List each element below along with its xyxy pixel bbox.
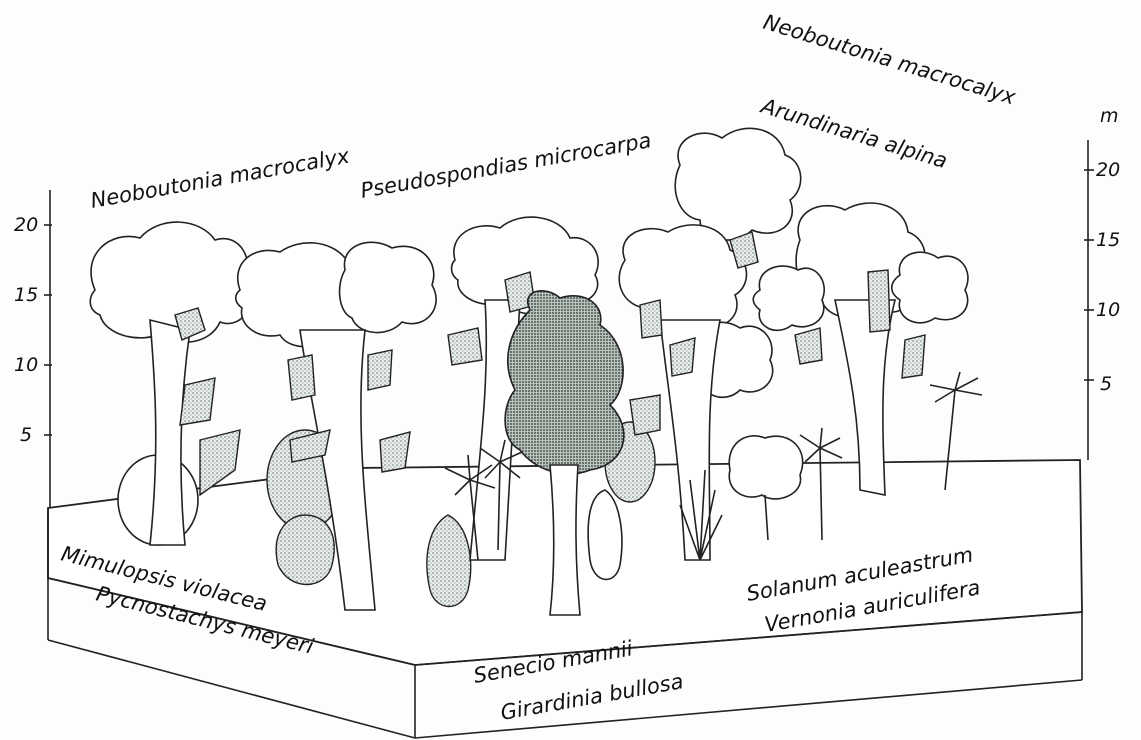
left-height-scale: 20 15 10 5 bbox=[14, 190, 52, 508]
right-height-scale: m 20 15 10 5 bbox=[1084, 105, 1120, 460]
left-tick-10: 10 bbox=[14, 354, 38, 376]
left-tick-20: 20 bbox=[14, 214, 38, 236]
label-pseudospondias: Pseudospondias microcarpa bbox=[359, 128, 653, 203]
right-scale-unit: m bbox=[1100, 105, 1119, 127]
label-neoboutonia-right: Neoboutonia macrocalyx bbox=[761, 10, 1019, 110]
label-neoboutonia-left: Neoboutonia macrocalyx bbox=[89, 144, 352, 213]
left-tick-15: 15 bbox=[14, 284, 38, 306]
left-tick-5: 5 bbox=[20, 424, 32, 446]
right-tick-15: 15 bbox=[1096, 229, 1120, 251]
right-tick-5: 5 bbox=[1100, 373, 1112, 395]
right-tick-10: 10 bbox=[1096, 299, 1120, 321]
right-tick-20: 20 bbox=[1096, 159, 1120, 181]
